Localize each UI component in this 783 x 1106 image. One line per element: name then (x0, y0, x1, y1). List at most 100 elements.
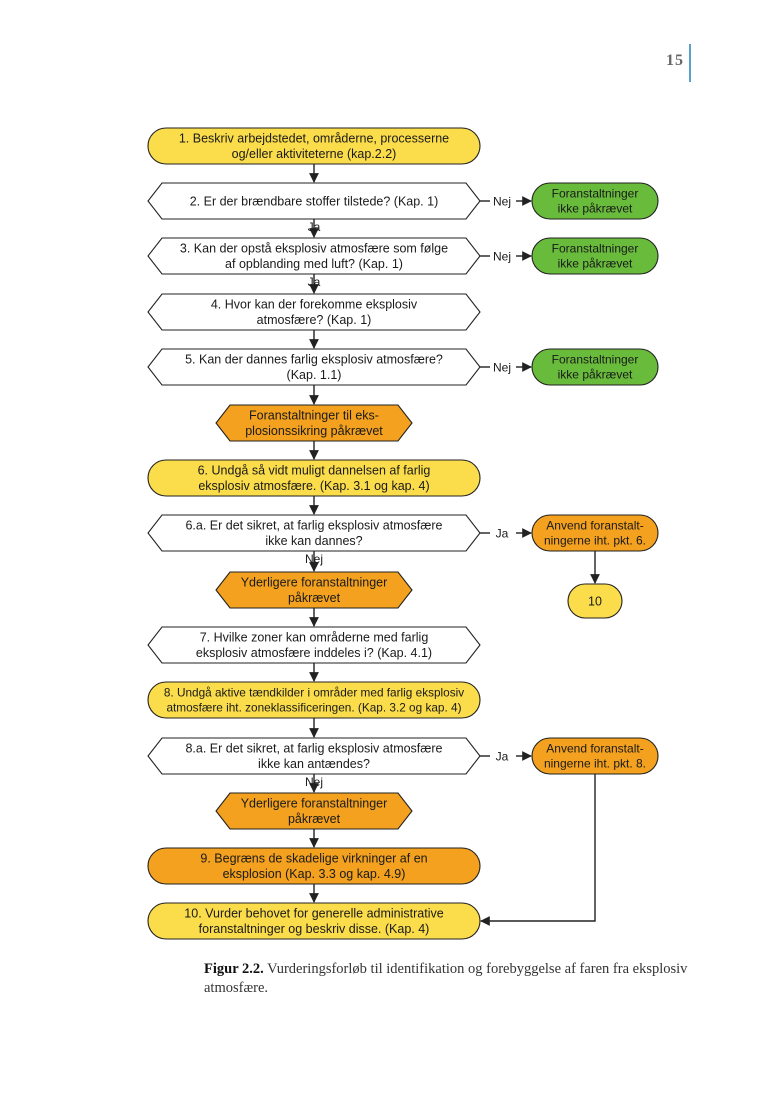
node-shape-g2 (531, 182, 659, 220)
node-shape-n8a (147, 737, 481, 775)
node-n3: 3. Kan der opstå eksplosiv atmosfære som… (147, 237, 481, 275)
edge-label-n5: Nej (493, 361, 511, 375)
node-text: af opblanding med luft? (Kap. 1) (225, 257, 403, 271)
node-shape-c10 (567, 583, 623, 619)
nodes-layer: 1. Beskriv arbejdstedet, områderne, proc… (147, 127, 659, 940)
node-shape-o6 (531, 514, 659, 552)
node-shape-n1 (147, 127, 481, 165)
node-n5b: Foranstaltninger til eks-plosionssikring… (215, 404, 413, 442)
node-text: ikke påkrævet (558, 257, 633, 271)
node-shape-n8 (147, 681, 481, 719)
node-n9: 9. Begræns de skadelige virkninger af en… (147, 847, 481, 885)
node-text: Anvend foranstalt- (546, 519, 643, 533)
node-o6: Anvend foranstalt-ningerne iht. pkt. 6. (531, 514, 659, 552)
edge-label-n2: Nej (493, 195, 511, 209)
node-text: eksplosiv atmosfære. (Kap. 3.1 og kap. 4… (198, 479, 429, 493)
node-shape-n6a (147, 514, 481, 552)
node-text: ningerne iht. pkt. 6. (544, 534, 646, 548)
node-shape-g5 (531, 348, 659, 386)
node-text: ningerne iht. pkt. 8. (544, 757, 646, 771)
node-shape-n7 (147, 626, 481, 664)
node-n4: 4. Hvor kan der forekomme eksplosivatmos… (147, 293, 481, 331)
node-n6a: 6.a. Er det sikret, at farlig eksplosiv … (147, 514, 481, 552)
caption-label: Figur 2.2. (204, 961, 264, 977)
node-text: eksplosion (Kap. 3.3 og kap. 4.9) (223, 867, 406, 881)
node-shape-n5b (215, 404, 413, 442)
node-text: Foranstaltninger (552, 353, 639, 367)
edge-label-below-n2: Ja (308, 220, 321, 234)
edge-o8-n10 (480, 774, 596, 926)
caption-text: Vurderingsforløb til identifikation og f… (204, 961, 688, 996)
node-text: 5. Kan der dannes farlig eksplosiv atmos… (185, 353, 443, 367)
node-shape-n8b (215, 792, 413, 830)
edge-label-n3: Nej (493, 250, 511, 264)
node-text: Foranstaltninger til eks- (249, 409, 379, 423)
node-shape-n2 (147, 182, 481, 220)
node-text: 6. Undgå så vidt muligt dannelsen af far… (198, 464, 431, 478)
node-shape-n4 (147, 293, 481, 331)
edge-label-below-n3: Ja (308, 275, 321, 289)
node-shape-o8 (531, 737, 659, 775)
node-text: ikke påkrævet (558, 202, 633, 216)
node-shape-g3 (531, 237, 659, 275)
node-shape-n3 (147, 237, 481, 275)
node-text: Yderligere foranstaltninger (241, 576, 388, 590)
node-n7: 7. Hvilke zoner kan områderne med farlig… (147, 626, 481, 664)
node-text: 8. Undgå aktive tændkilder i områder med… (164, 686, 464, 700)
node-text: 2. Er der brændbare stoffer tilstede? (K… (190, 194, 439, 208)
node-o8: Anvend foranstalt-ningerne iht. pkt. 8. (531, 737, 659, 775)
node-text: (Kap. 1.1) (287, 368, 342, 382)
node-n8a: 8.a. Er det sikret, at farlig eksplosiv … (147, 737, 481, 775)
node-text: påkrævet (288, 591, 341, 605)
node-c10: 10 (567, 583, 623, 619)
node-text: foranstaltninger og beskriv disse. (Kap.… (199, 922, 430, 936)
edge-label-n8a: Ja (496, 750, 509, 764)
node-n8: 8. Undgå aktive tændkilder i områder med… (147, 681, 481, 719)
node-text: 1. Beskriv arbejdstedet, områderne, proc… (179, 132, 449, 146)
node-shape-n9 (147, 847, 481, 885)
node-text: atmosfære iht. zoneklassificeringen. (Ka… (166, 701, 461, 715)
node-text: 8.a. Er det sikret, at farlig eksplosiv … (185, 742, 442, 756)
node-n6: 6. Undgå så vidt muligt dannelsen af far… (147, 459, 481, 497)
node-shape-n6 (147, 459, 481, 497)
node-shape-n6b (215, 571, 413, 609)
node-text: 10 (588, 594, 602, 608)
node-text: ikke kan antændes? (258, 757, 370, 771)
node-text: påkrævet (288, 812, 341, 826)
node-text: plosionssikring påkrævet (245, 424, 383, 438)
node-n2: 2. Er der brændbare stoffer tilstede? (K… (147, 182, 481, 220)
node-text: Anvend foranstalt- (546, 742, 643, 756)
edge-label-n6a: Ja (496, 527, 509, 541)
figure-caption: Figur 2.2. Vurderingsforløb til identifi… (204, 960, 696, 998)
node-text: 7. Hvilke zoner kan områderne med farlig (200, 631, 429, 645)
node-text: Foranstaltninger (552, 242, 639, 256)
page-rule (689, 44, 691, 82)
page-number: 15 (666, 52, 684, 69)
node-text: atmosfære? (Kap. 1) (257, 313, 372, 327)
edges-layer (309, 164, 600, 926)
node-shape-n10 (147, 902, 481, 940)
node-n1: 1. Beskriv arbejdstedet, områderne, proc… (147, 127, 481, 165)
node-text: Foranstaltninger (552, 187, 639, 201)
node-text: 10. Vurder behovet for generelle adminis… (184, 907, 443, 921)
node-text: 9. Begræns de skadelige virkninger af en (200, 852, 427, 866)
node-text: eksplosiv atmosfære inddeles i? (Kap. 4.… (196, 646, 432, 660)
edge-label-below-n8a: Nej (305, 775, 323, 789)
node-text: og/eller aktiviteterne (kap.2.2) (232, 147, 397, 161)
node-text: 4. Hvor kan der forekomme eksplosiv (211, 298, 418, 312)
node-text: ikke kan dannes? (265, 534, 362, 548)
node-text: 3. Kan der opstå eksplosiv atmosfære som… (180, 242, 448, 256)
node-shape-n5 (147, 348, 481, 386)
node-text: 6.a. Er det sikret, at farlig eksplosiv … (185, 519, 442, 533)
edge-label-below-n6a: Nej (305, 552, 323, 566)
node-text: Yderligere foranstaltninger (241, 797, 388, 811)
node-text: ikke påkrævet (558, 368, 633, 382)
node-n5: 5. Kan der dannes farlig eksplosiv atmos… (147, 348, 481, 386)
